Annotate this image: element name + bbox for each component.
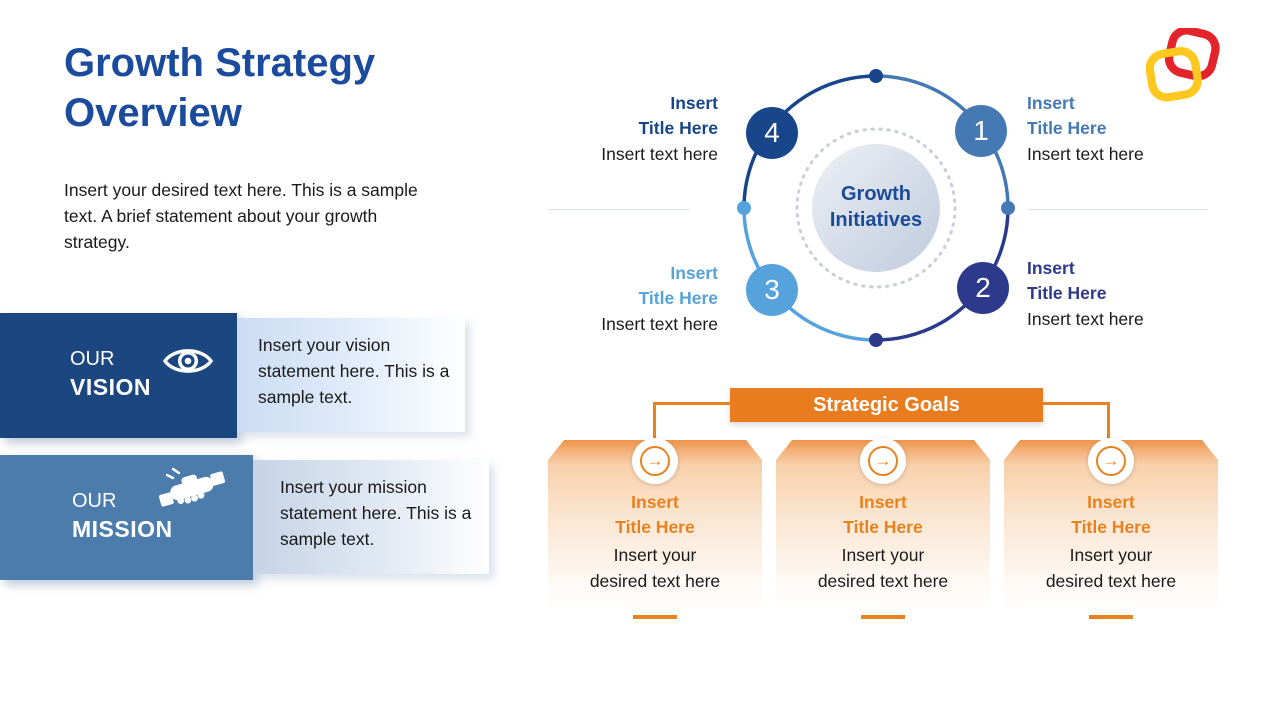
right-dot xyxy=(1001,201,1015,215)
vision-label-line2: VISION xyxy=(70,374,151,400)
goal-underline-2 xyxy=(861,615,905,619)
goal-badge-1: → xyxy=(632,438,678,484)
handshake-icon xyxy=(158,467,226,507)
goal-badge-2: → xyxy=(860,438,906,484)
goal-badge-3: → xyxy=(1088,438,1134,484)
circled-arrow-icon: → xyxy=(1096,446,1126,476)
node-circle-1: 1 xyxy=(955,105,1007,157)
vision-statement-panel: Insert your vision statement here. This … xyxy=(237,318,465,432)
intro-text: Insert your desired text here. This is a… xyxy=(64,180,418,252)
bottom-dot xyxy=(869,333,883,347)
mission-label: OUR MISSION xyxy=(72,488,173,544)
node-circle-4: 4 xyxy=(746,107,798,159)
node-title-2: Insert Title Here xyxy=(1027,258,1107,303)
vision-band: OUR VISION xyxy=(0,313,237,438)
goal-text-2: Insert your desired text here xyxy=(817,545,949,591)
node-label-3: Insert Title Here Insert text here xyxy=(528,261,718,337)
node-text-2: Insert text here xyxy=(1027,309,1144,329)
vision-statement: Insert your vision statement here. This … xyxy=(258,335,450,407)
circled-arrow-icon: → xyxy=(868,446,898,476)
mission-label-line2: MISSION xyxy=(72,516,173,542)
node-circle-3: 3 xyxy=(746,264,798,316)
node-title-3: Insert Title Here xyxy=(638,263,718,308)
node-text-4: Insert text here xyxy=(601,144,718,164)
goal-underline-1 xyxy=(633,615,677,619)
goal-card-1: → Insert Title Here Insert your desired … xyxy=(548,438,762,630)
node-label-2: Insert Title Here Insert text here xyxy=(1027,256,1222,332)
vision-label: OUR VISION xyxy=(70,346,151,402)
goal-text-3: Insert your desired text here xyxy=(1045,545,1177,591)
node-circle-2: 2 xyxy=(957,262,1009,314)
goal-title-1: Insert Title Here xyxy=(615,492,695,537)
goal-text-1: Insert your desired text here xyxy=(589,545,721,591)
mission-statement: Insert your mission statement here. This… xyxy=(280,477,472,549)
goal-card-3: → Insert Title Here Insert your desired … xyxy=(1004,438,1218,630)
page-title: Growth Strategy Overview xyxy=(64,41,376,135)
mission-label-line1: OUR xyxy=(72,490,117,512)
vision-label-line1: OUR xyxy=(70,348,115,370)
goal-card-2: → Insert Title Here Insert your desired … xyxy=(776,438,990,630)
connector-right-horizontal xyxy=(1043,402,1110,405)
brand-logo xyxy=(1146,28,1220,102)
right-divider-line xyxy=(1027,209,1207,210)
dotted-ring xyxy=(795,127,957,289)
connector-right-vertical xyxy=(1107,402,1110,445)
goal-title-3: Insert Title Here xyxy=(1071,492,1151,537)
left-divider-line xyxy=(548,209,690,210)
goal-title-2: Insert Title Here xyxy=(843,492,923,537)
node-text-3: Insert text here xyxy=(601,314,718,334)
left-dot xyxy=(737,201,751,215)
circled-arrow-icon: → xyxy=(640,446,670,476)
eye-icon xyxy=(163,349,213,373)
node-title-1: Insert Title Here xyxy=(1027,93,1107,138)
mission-band: OUR MISSION xyxy=(0,455,253,580)
strategic-goals-banner: Strategic Goals xyxy=(730,388,1043,422)
connector-left-vertical xyxy=(653,402,656,445)
diagram-center-title: Growth Initiatives xyxy=(829,183,923,231)
node-label-4: Insert Title Here Insert text here xyxy=(528,91,718,167)
goal-underline-3 xyxy=(1089,615,1133,619)
node-text-1: Insert text here xyxy=(1027,144,1144,164)
connector-left-horizontal xyxy=(653,402,730,405)
mission-statement-panel: Insert your mission statement here. This… xyxy=(253,460,489,574)
node-label-1: Insert Title Here Insert text here xyxy=(1027,91,1222,167)
center-circle xyxy=(812,144,940,272)
node-title-4: Insert Title Here xyxy=(638,93,718,138)
top-dot xyxy=(869,69,883,83)
